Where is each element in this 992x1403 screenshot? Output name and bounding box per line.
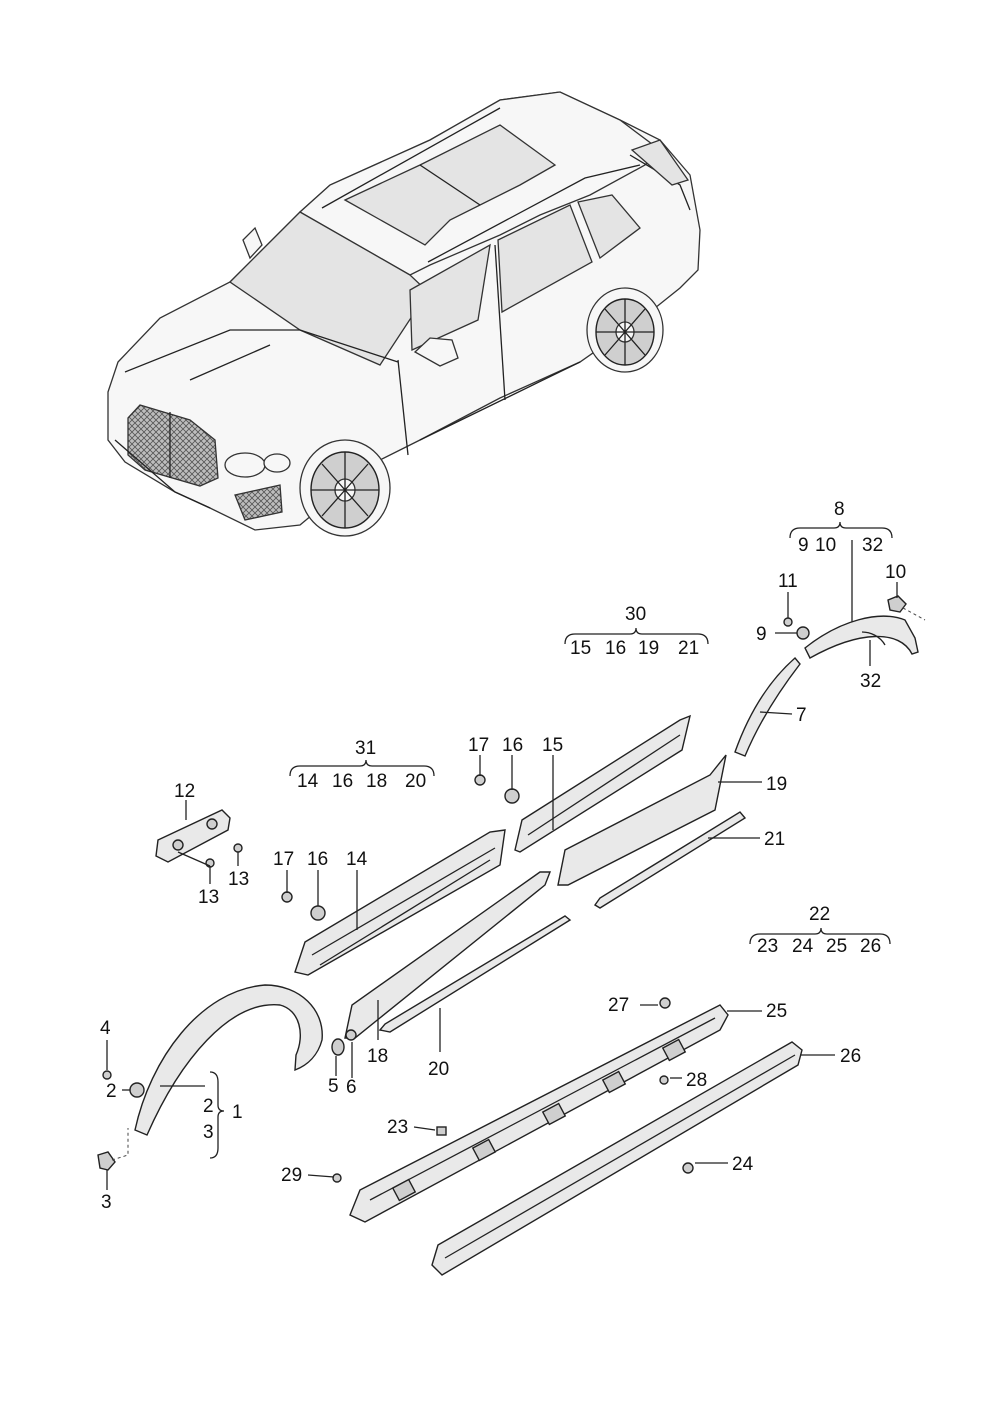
label-6: 6 bbox=[346, 1077, 357, 1098]
label-10: 10 bbox=[885, 562, 906, 583]
label-15-group: 15 bbox=[570, 638, 591, 659]
label-27: 27 bbox=[608, 995, 629, 1016]
label-7: 7 bbox=[796, 705, 807, 726]
label-16-group: 16 bbox=[605, 638, 626, 659]
label-25: 25 bbox=[766, 1001, 787, 1022]
label-1: 1 bbox=[232, 1102, 243, 1123]
part-25-step-bracket bbox=[349, 1004, 729, 1223]
part-14-door-sill-trim bbox=[294, 829, 506, 976]
label-32-group: 32 bbox=[862, 535, 883, 556]
label-3-bracket: 3 bbox=[203, 1122, 214, 1143]
part-1-front-wheel-arch-trim bbox=[134, 984, 323, 1136]
label-23: 23 bbox=[387, 1117, 408, 1138]
label-31: 31 bbox=[355, 738, 376, 759]
label-29: 29 bbox=[281, 1165, 302, 1186]
label-17-rear: 17 bbox=[468, 735, 489, 756]
label-26: 26 bbox=[840, 1046, 861, 1067]
label-14: 14 bbox=[346, 849, 368, 870]
part-10-clip bbox=[887, 595, 907, 613]
part-8-rear-wheel-arch-trim bbox=[804, 615, 919, 659]
label-24-group: 24 bbox=[792, 936, 814, 957]
part-9-clip bbox=[796, 626, 810, 640]
label-11: 11 bbox=[778, 571, 798, 592]
label-13-left: 13 bbox=[198, 887, 219, 908]
part-7-trim-strip bbox=[734, 656, 801, 757]
vehicle-illustration bbox=[107, 91, 701, 537]
label-3: 3 bbox=[101, 1192, 112, 1213]
callout-labels: 8 9 10 32 10 11 9 32 7 30 15 16 19 21 17… bbox=[100, 499, 906, 1213]
label-14-group: 14 bbox=[297, 771, 319, 792]
part-32-strip bbox=[861, 631, 886, 646]
label-23-group: 23 bbox=[757, 936, 778, 957]
label-19: 19 bbox=[766, 774, 787, 795]
leader-lines bbox=[106, 521, 898, 1190]
label-2: 2 bbox=[106, 1081, 117, 1102]
label-16-group2: 16 bbox=[332, 771, 353, 792]
label-26-group: 26 bbox=[860, 936, 881, 957]
part-18-door-trim bbox=[344, 871, 552, 1039]
label-16-rear: 16 bbox=[502, 735, 523, 756]
label-10-group: 10 bbox=[815, 535, 836, 556]
label-30: 30 bbox=[625, 604, 646, 625]
label-20: 20 bbox=[428, 1059, 449, 1080]
label-9-group: 9 bbox=[798, 535, 809, 556]
label-24: 24 bbox=[732, 1154, 754, 1175]
label-5: 5 bbox=[328, 1076, 339, 1097]
part-21-strip bbox=[593, 811, 747, 909]
label-32: 32 bbox=[860, 671, 881, 692]
label-13-right: 13 bbox=[228, 869, 249, 890]
label-21-group: 21 bbox=[678, 638, 699, 659]
label-15: 15 bbox=[542, 735, 563, 756]
part-20-strip bbox=[378, 915, 572, 1033]
label-16-front: 16 bbox=[307, 849, 328, 870]
part-19-door-trim bbox=[557, 754, 727, 886]
label-9: 9 bbox=[756, 624, 767, 645]
part-15-door-sill-trim bbox=[514, 714, 691, 853]
label-28: 28 bbox=[686, 1070, 707, 1091]
label-17-front: 17 bbox=[273, 849, 294, 870]
label-25-group: 25 bbox=[826, 936, 847, 957]
label-12: 12 bbox=[174, 781, 195, 802]
label-21: 21 bbox=[764, 829, 785, 850]
label-18: 18 bbox=[367, 1046, 388, 1067]
label-20-group: 20 bbox=[405, 771, 426, 792]
label-2-bracket: 2 bbox=[203, 1096, 214, 1117]
label-18-group: 18 bbox=[366, 771, 387, 792]
label-8: 8 bbox=[834, 499, 845, 520]
label-22: 22 bbox=[809, 904, 830, 925]
part-12-bracket bbox=[155, 809, 231, 863]
label-19-group: 19 bbox=[638, 638, 659, 659]
label-4: 4 bbox=[100, 1018, 111, 1039]
